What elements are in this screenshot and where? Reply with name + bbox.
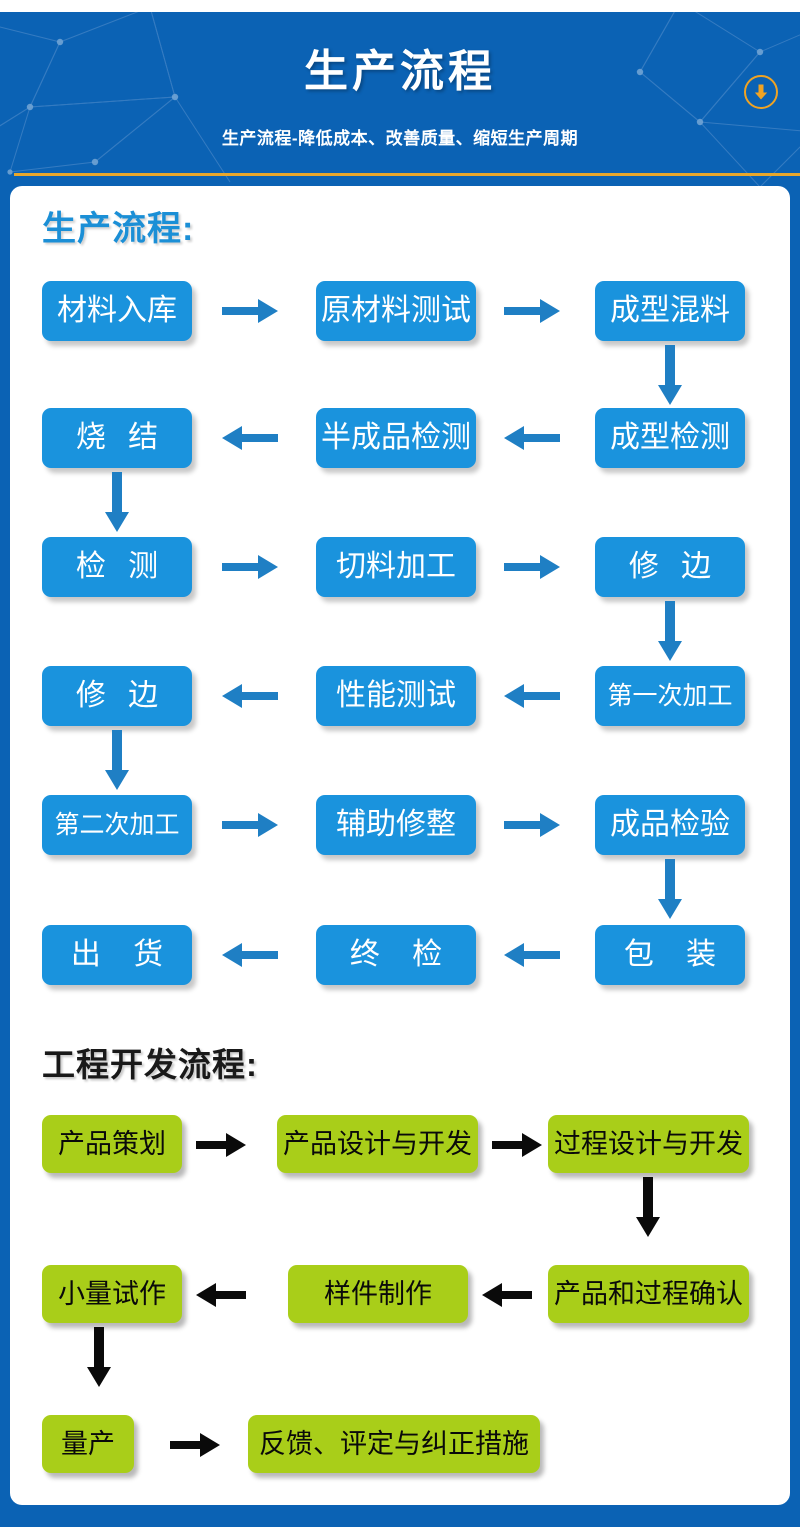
- section-title-engineering: 工程开发流程:: [42, 1046, 258, 1083]
- node-cutting-processing[interactable]: 切料加工: [316, 537, 476, 597]
- network-pattern-decoration: [0, 12, 800, 186]
- download-icon[interactable]: [744, 75, 778, 109]
- header-divider-rule: [14, 173, 800, 176]
- node-shipment[interactable]: 出 货: [42, 925, 192, 985]
- node-final-check[interactable]: 终 检: [316, 925, 476, 985]
- node-semifinished-inspection[interactable]: 半成品检测: [316, 408, 476, 468]
- arrow-left-icon: [222, 425, 280, 451]
- node-mass-production[interactable]: 量产: [42, 1415, 134, 1473]
- download-arrow-icon: [754, 84, 768, 100]
- node-material-inbound[interactable]: 材料入库: [42, 281, 192, 341]
- arrow-down-icon: [635, 1177, 661, 1239]
- arrow-left-icon: [504, 425, 562, 451]
- node-product-design-development[interactable]: 产品设计与开发: [277, 1115, 478, 1173]
- node-final-product-inspection[interactable]: 成品检验: [595, 795, 745, 855]
- node-auxiliary-finishing[interactable]: 辅助修整: [316, 795, 476, 855]
- page-subtitle: 生产流程-降低成本、改善质量、缩短生产周期: [221, 129, 579, 148]
- node-first-machining[interactable]: 第一次加工: [595, 666, 745, 726]
- arrow-left-icon: [222, 683, 280, 709]
- node-feedback-assessment-corrective-action[interactable]: 反馈、评定与纠正措施: [248, 1415, 540, 1473]
- arrow-left-icon: [482, 1282, 534, 1308]
- arrow-right-icon: [170, 1432, 222, 1458]
- arrow-left-icon: [504, 683, 562, 709]
- node-forming-inspection[interactable]: 成型检测: [595, 408, 745, 468]
- arrow-down-icon: [657, 601, 683, 663]
- arrow-right-icon: [492, 1132, 544, 1158]
- arrow-down-icon: [657, 345, 683, 407]
- arrow-right-icon: [196, 1132, 248, 1158]
- page-title: 生产流程: [304, 47, 496, 96]
- arrow-right-icon: [222, 554, 280, 580]
- node-product-planning[interactable]: 产品策划: [42, 1115, 182, 1173]
- arrow-down-icon: [86, 1327, 112, 1389]
- top-white-strip: [0, 0, 800, 12]
- arrow-right-icon: [504, 554, 562, 580]
- node-sample-making[interactable]: 样件制作: [288, 1265, 468, 1323]
- arrow-right-icon: [504, 298, 562, 324]
- node-product-process-validation[interactable]: 产品和过程确认: [548, 1265, 749, 1323]
- content-card: 生产流程: 材料入库 原材料测试 成型混料 烧 结 半成品检测 成型检测 检 测: [10, 186, 790, 1505]
- node-second-machining[interactable]: 第二次加工: [42, 795, 192, 855]
- section-title-production: 生产流程:: [42, 210, 195, 248]
- arrow-left-icon: [196, 1282, 248, 1308]
- page-header: 生产流程 生产流程-降低成本、改善质量、缩短生产周期: [0, 12, 800, 186]
- arrow-right-icon: [504, 812, 562, 838]
- node-forming-mixing[interactable]: 成型混料: [595, 281, 745, 341]
- node-small-batch-trial[interactable]: 小量试作: [42, 1265, 182, 1323]
- arrow-right-icon: [222, 812, 280, 838]
- node-trimming-2[interactable]: 修 边: [42, 666, 192, 726]
- node-trimming-1[interactable]: 修 边: [595, 537, 745, 597]
- node-performance-test[interactable]: 性能测试: [316, 666, 476, 726]
- arrow-down-icon: [657, 859, 683, 921]
- arrow-down-icon: [104, 730, 130, 792]
- arrow-right-icon: [222, 298, 280, 324]
- node-raw-material-test[interactable]: 原材料测试: [316, 281, 476, 341]
- arrow-left-icon: [222, 942, 280, 968]
- node-sintering[interactable]: 烧 结: [42, 408, 192, 468]
- node-inspection[interactable]: 检 测: [42, 537, 192, 597]
- arrow-left-icon: [504, 942, 562, 968]
- node-process-design-development[interactable]: 过程设计与开发: [548, 1115, 749, 1173]
- arrow-down-icon: [104, 472, 130, 534]
- node-packaging[interactable]: 包 装: [595, 925, 745, 985]
